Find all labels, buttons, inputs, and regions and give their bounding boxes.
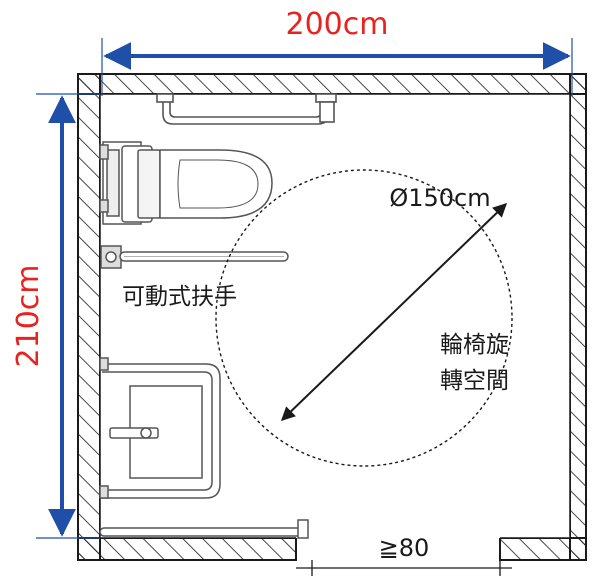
diameter-arrow	[280, 203, 508, 421]
height-dimension	[36, 93, 100, 539]
height-label: 210cm	[11, 265, 46, 368]
bottom-wall-right	[499, 537, 587, 561]
right-wall	[569, 73, 587, 561]
door-dimension	[296, 560, 512, 576]
width-dimension	[101, 38, 573, 96]
width-label: 200cm	[286, 7, 389, 42]
turning-circle	[215, 169, 513, 467]
sink	[99, 357, 221, 499]
walls	[77, 73, 587, 561]
wheelchair-space-label-2: 轉空間	[440, 368, 509, 394]
top-wall	[77, 73, 587, 95]
turning-diameter-label: Ø150cm	[389, 184, 490, 212]
top-grab-bar	[156, 93, 337, 125]
door-width-label: ≧80	[379, 534, 430, 562]
movable-handrail	[100, 245, 289, 269]
wheelchair-space-label-1: 輪椅旋	[440, 332, 509, 358]
toilet	[99, 141, 273, 225]
bottom-wall-left	[77, 537, 297, 561]
bottom-grab-bar	[99, 519, 309, 539]
movable-handrail-label: 可動式扶手	[122, 284, 237, 310]
left-wall	[77, 73, 101, 561]
